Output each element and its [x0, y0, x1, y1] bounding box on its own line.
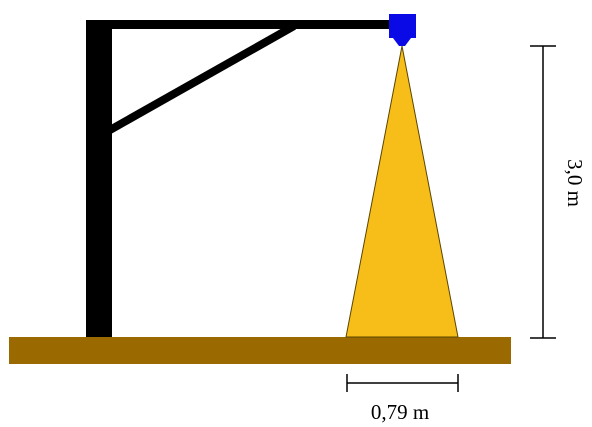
lamp-icon [389, 14, 416, 46]
horizontal-arm [86, 20, 396, 29]
ground-slab [9, 337, 511, 364]
diagonal-brace [108, 22, 296, 134]
width-label: 0,79 m [371, 400, 429, 424]
vertical-post [86, 20, 112, 337]
width-dimension [346, 374, 459, 392]
light-cone [345, 45, 459, 338]
height-label: 3,0 m [563, 159, 587, 207]
height-dimension [530, 45, 556, 339]
